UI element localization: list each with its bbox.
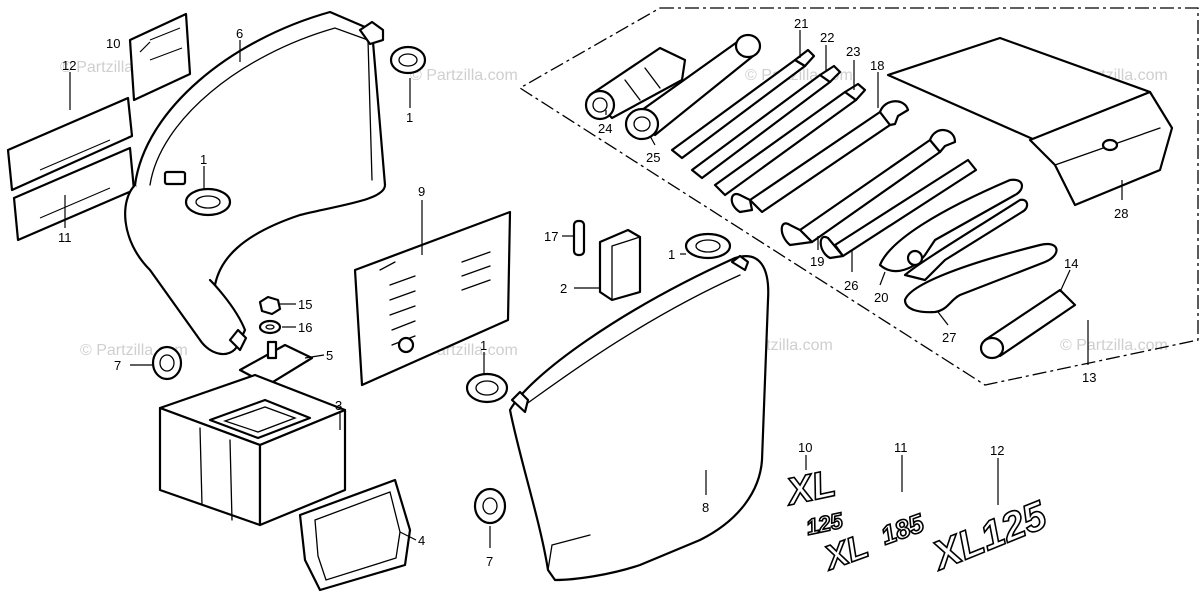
callouts: 10 12 11 6 1 1 7 15 16 5 3 4 9 1 17 2 1 … [58,16,1128,569]
decal-xl185-number: 185 [877,507,929,550]
callout-1: 1 [480,338,487,353]
decal-xr-label: XL [781,463,839,515]
callout-21: 21 [794,16,808,31]
callout-14: 14 [1064,256,1078,271]
nut-and-washer [258,295,282,335]
leader-lines [64,30,1123,548]
battery-case [158,373,412,592]
side-cover-right [508,254,770,582]
callout-10: 10 [798,440,812,455]
callout-17: 17 [544,229,558,244]
callout-7: 7 [486,554,493,569]
callout-8: 8 [702,500,709,515]
callout-20: 20 [874,290,888,305]
callout-9: 9 [418,184,425,199]
pin-and-bracket [572,219,642,302]
grommets-7 [151,345,507,525]
callout-15: 15 [298,297,312,312]
tool-kit-boundary [518,7,1199,386]
screwdrivers [670,48,867,197]
emblem-strips [6,12,192,242]
callout-1: 1 [406,110,413,125]
callout-5: 5 [326,348,333,363]
tool-tray-plate [353,210,512,387]
callout-4: 4 [418,533,425,548]
callout-16: 16 [298,320,312,335]
callout-22: 22 [820,30,834,45]
callout-13: 13 [1082,370,1096,385]
pin-spanner [903,242,1077,360]
watermark: © Partzilla.com [1060,337,1168,354]
spark-plug-wrench [584,33,762,141]
callout-11: 11 [894,440,908,455]
callout-27: 27 [942,330,956,345]
callout-1: 1 [200,152,207,167]
callout-10: 10 [106,36,120,51]
callout-2: 2 [560,281,567,296]
callout-12: 12 [62,58,76,73]
callout-26: 26 [844,278,858,293]
callout-7: 7 [114,358,121,373]
watermark: © Partzilla.com [410,67,518,84]
callout-12: 12 [990,443,1004,458]
callout-23: 23 [846,44,860,59]
callout-24: 24 [598,121,612,136]
side-cover-left [124,10,387,356]
decals: XL 125 XL 185 XL125 [780,462,1054,580]
decal-xl125: XL125 [925,493,1053,579]
callout-6: 6 [236,26,243,41]
tool-bag [886,36,1174,207]
callout-3: 3 [335,398,342,413]
grommets [389,45,732,404]
wrenches [730,100,978,260]
callout-28: 28 [1114,206,1128,221]
pliers [878,178,1029,282]
callout-25: 25 [646,150,660,165]
callout-1: 1 [668,247,675,262]
callout-11: 11 [58,230,72,245]
callout-19: 19 [810,254,824,269]
callout-18: 18 [870,58,884,73]
